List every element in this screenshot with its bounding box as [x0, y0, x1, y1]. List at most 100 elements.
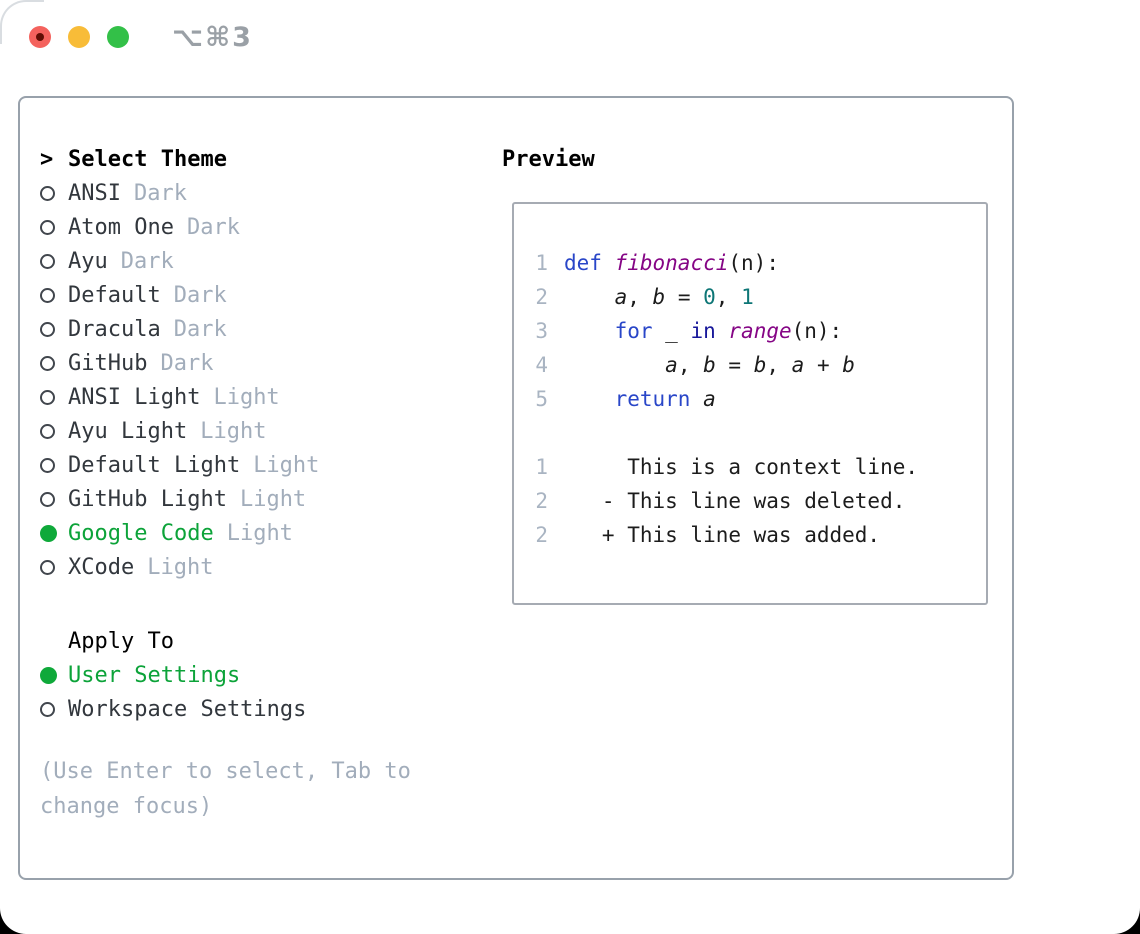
preview-title: Preview	[502, 146, 595, 172]
line-number: 2	[535, 489, 548, 513]
code-token-var: a	[791, 353, 805, 377]
window-shortcut-label: ⌥⌘3	[172, 22, 253, 53]
code-token-fn: range	[728, 319, 792, 343]
theme-list-item[interactable]: Default Dark	[40, 278, 319, 312]
code-token-lit: 1	[741, 285, 754, 309]
code-token-plain: ,	[677, 353, 704, 377]
theme-item-tag: Light	[253, 452, 320, 478]
code-token-plain	[564, 285, 615, 309]
theme-item-tag: Dark	[173, 316, 227, 342]
code-line: 5 return a	[534, 382, 976, 416]
code-token-plain	[602, 251, 615, 275]
theme-item-label: GitHub	[68, 350, 148, 376]
radio-cell	[40, 457, 68, 473]
theme-list-item[interactable]: Dracula Dark	[40, 312, 319, 346]
radio-cell	[40, 253, 68, 269]
theme-item-label: Dracula	[68, 316, 161, 342]
code-line: 4 a, b = b, a + b	[534, 348, 976, 382]
radio-cell	[40, 666, 68, 684]
radio-cell	[40, 219, 68, 235]
minimize-button[interactable]	[68, 26, 90, 48]
traffic-lights	[29, 26, 129, 48]
theme-list-header: > Select Theme	[40, 142, 319, 176]
diff-line: 2 + This line was added.	[534, 518, 976, 552]
radio-cell	[40, 701, 68, 717]
cursor-marker: >	[40, 146, 54, 172]
code-text: def fibonacci(n):	[564, 251, 779, 275]
theme-item-tag: Dark	[133, 180, 187, 206]
code-token-plain: ,	[627, 285, 653, 309]
code-token-kw: def	[564, 251, 602, 275]
code-token-plain: (n):	[791, 319, 843, 343]
close-dot-icon	[36, 33, 44, 41]
code-token-plain	[564, 353, 665, 377]
close-button[interactable]	[29, 26, 51, 48]
theme-item-tag: Light	[200, 418, 267, 444]
diff-text-deleted: - This line was deleted.	[564, 489, 906, 513]
theme-list-item[interactable]: Ayu Dark	[40, 244, 319, 278]
code-text: a, b = 0, 1	[564, 285, 754, 309]
code-line: 2 a, b = 0, 1	[534, 280, 976, 314]
radio-icon	[40, 389, 55, 405]
line-number: 2	[535, 285, 548, 309]
line-number: 2	[535, 523, 548, 547]
apply-to-header-row: Apply To	[40, 624, 306, 658]
code-token-var: b	[652, 285, 666, 309]
code-text: a, b = b, a + b	[564, 353, 855, 377]
code-token-plain	[690, 387, 703, 411]
line-number: 5	[535, 387, 548, 411]
code-token-plain	[564, 387, 615, 411]
radio-icon	[40, 321, 55, 337]
line-number: 1	[535, 455, 548, 479]
code-token-plain: ,	[766, 353, 792, 377]
zoom-button[interactable]	[107, 26, 129, 48]
radio-icon	[40, 559, 55, 575]
radio-icon	[40, 219, 55, 235]
apply-to-option[interactable]: User Settings	[40, 658, 306, 692]
theme-list-item[interactable]: ANSI Dark	[40, 176, 319, 210]
code-token-plain	[564, 319, 615, 343]
code-token-var: a	[614, 285, 628, 309]
theme-item-label: Atom One	[68, 214, 174, 240]
theme-item-tag: Light	[226, 520, 293, 546]
radio-cell	[40, 491, 68, 507]
code-token-kw: return	[614, 387, 691, 411]
theme-item-label: GitHub Light	[68, 486, 227, 512]
radio-icon	[40, 423, 55, 439]
blank-line	[534, 416, 976, 450]
radio-cell	[40, 389, 68, 405]
theme-item-label: Ayu	[68, 248, 108, 274]
theme-item-tag: Dark	[173, 282, 227, 308]
theme-item-tag: Light	[147, 554, 214, 580]
code-line: 3 for _ in range(n):	[534, 314, 976, 348]
theme-item-tag: Dark	[120, 248, 174, 274]
radio-cell	[40, 355, 68, 371]
code-token-lit: 0	[703, 285, 716, 309]
radio-icon	[40, 491, 55, 507]
apply-to-option[interactable]: Workspace Settings	[40, 692, 306, 726]
apply-to-title: Apply To	[68, 628, 174, 654]
code-token-var: b	[753, 353, 767, 377]
theme-item-label: Default	[68, 282, 161, 308]
diff-text-context: This is a context line.	[564, 455, 919, 479]
diff-line: 1 This is a context line.	[534, 450, 976, 484]
radio-cell	[40, 559, 68, 575]
radio-cell	[40, 185, 68, 201]
line-number: 4	[535, 353, 548, 377]
line-number: 1	[535, 251, 548, 275]
code-token-plain: +	[804, 353, 843, 377]
theme-item-label: ANSI	[68, 180, 121, 206]
diff-text-added: + This line was added.	[564, 523, 881, 547]
apply-to-option-label: Workspace Settings	[68, 696, 307, 722]
code-token-var: a	[665, 353, 678, 377]
